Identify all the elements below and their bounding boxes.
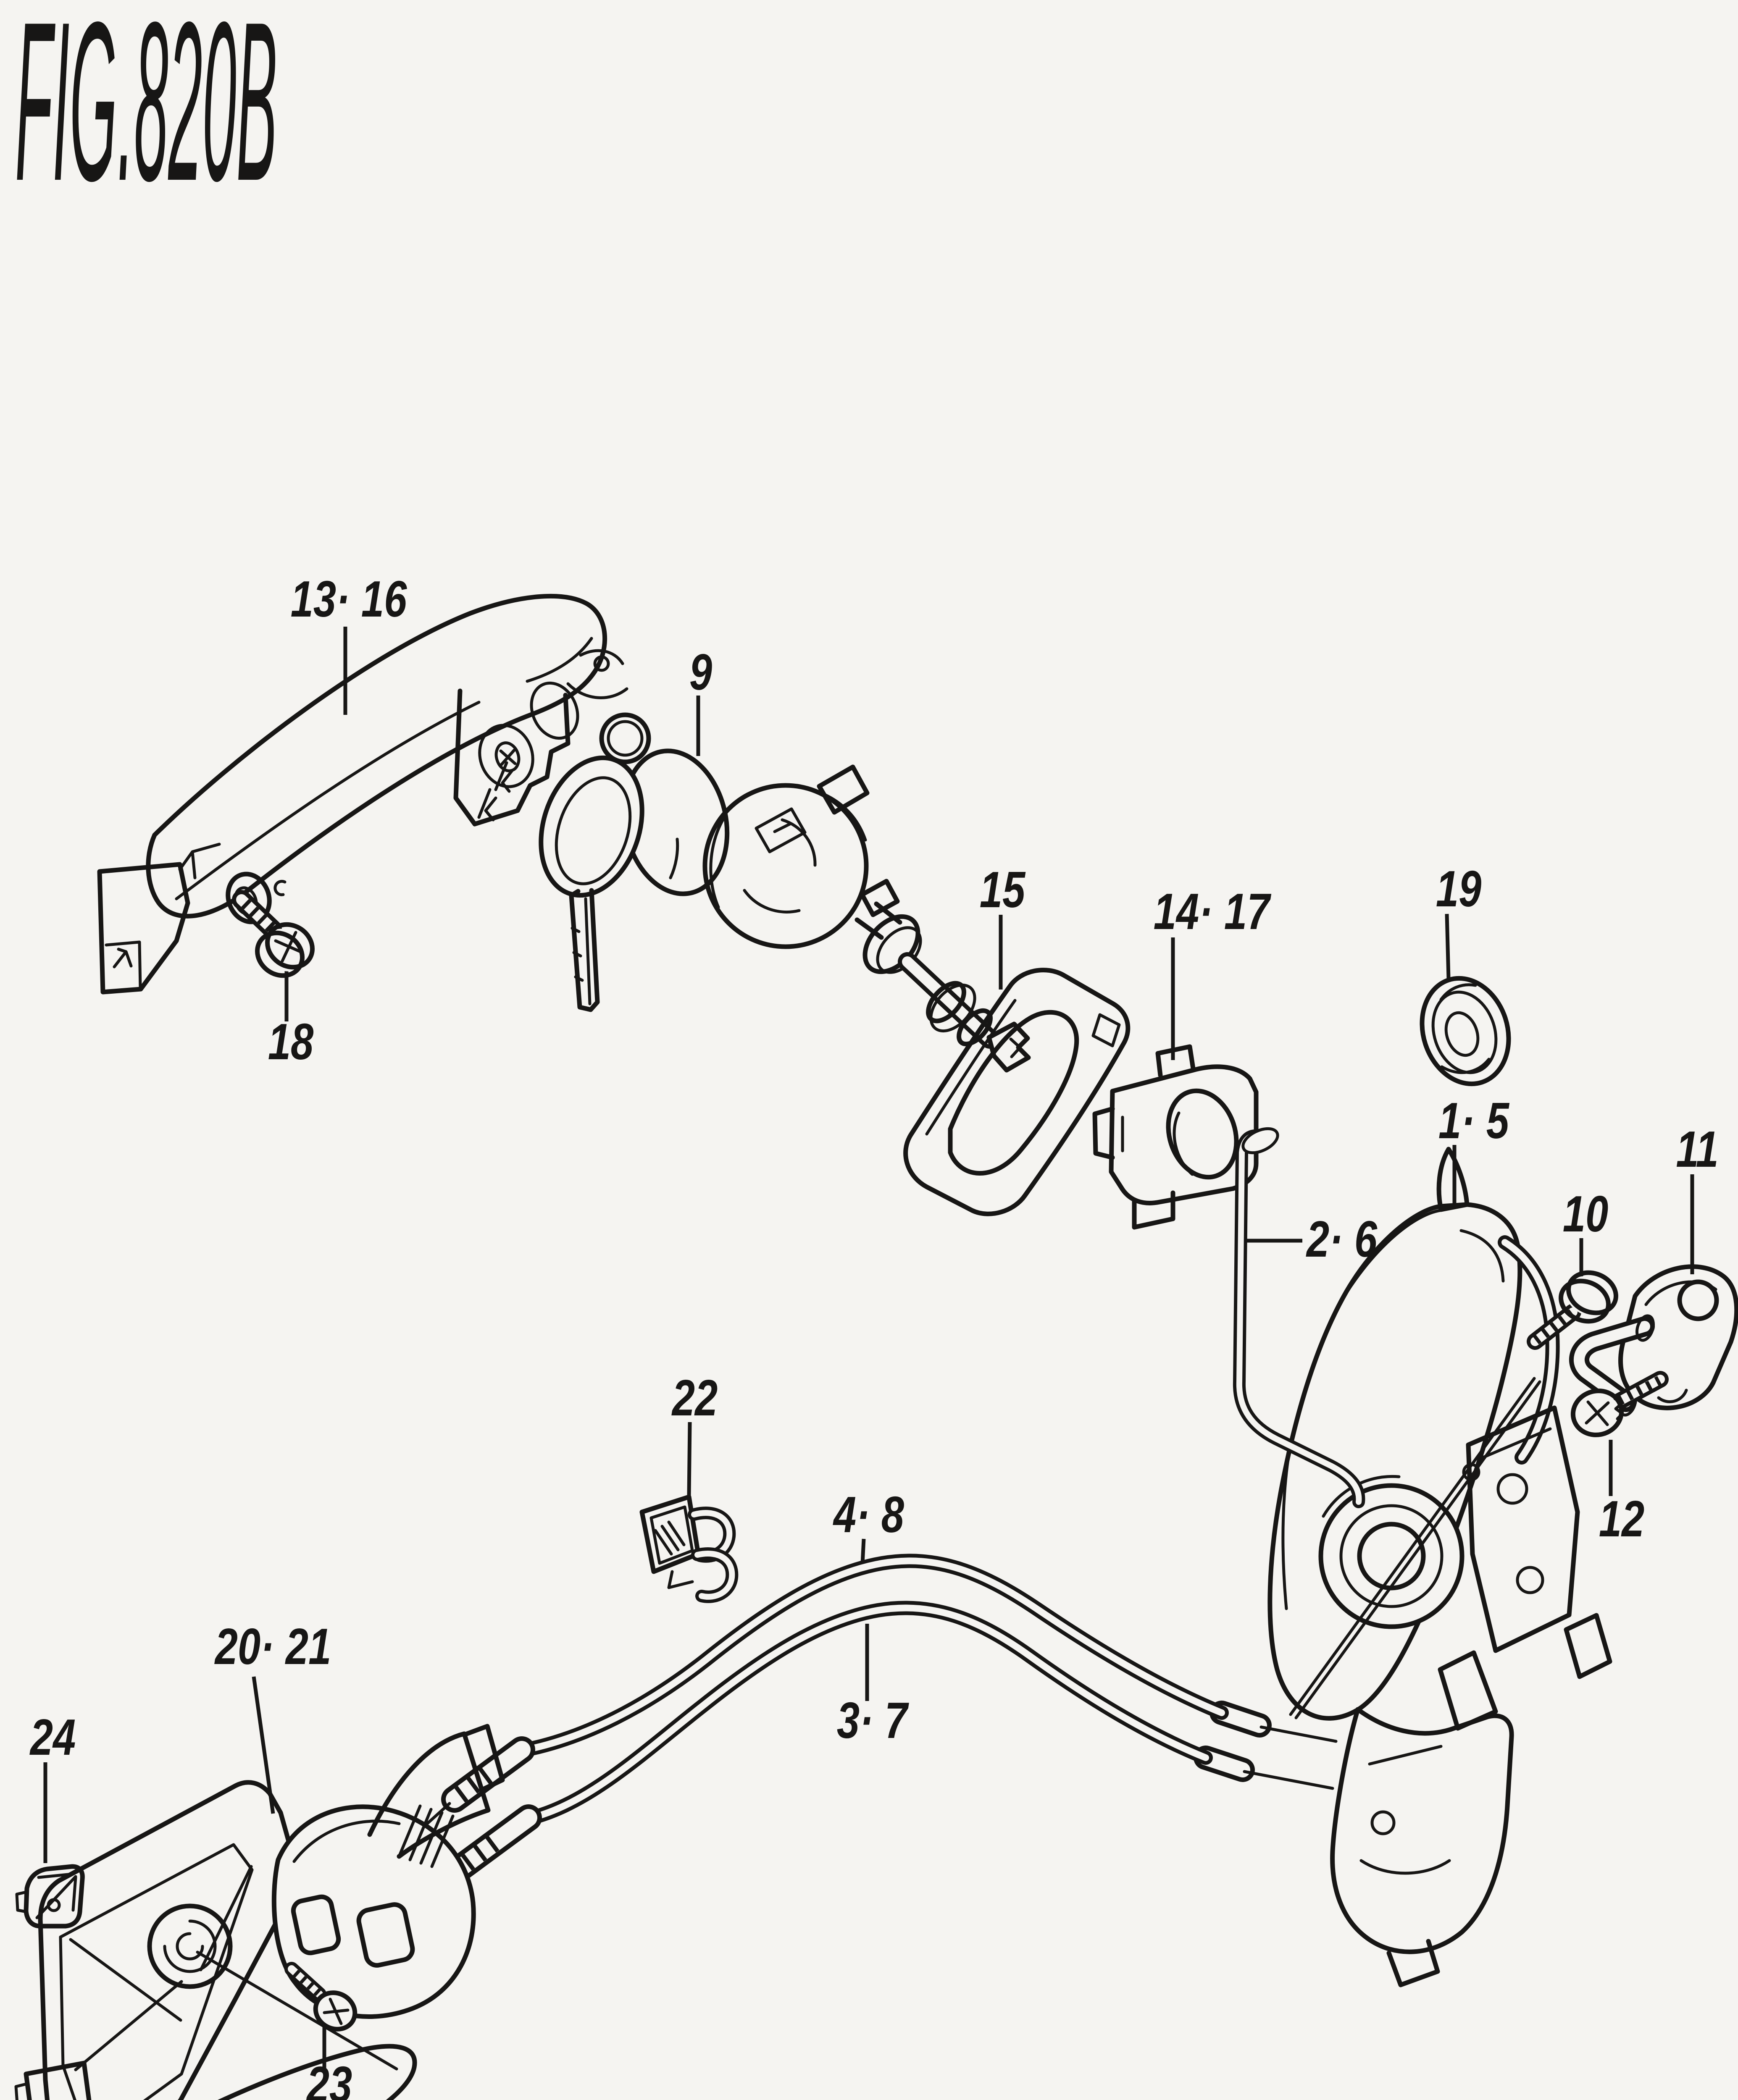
clip-drawing bbox=[15, 1864, 85, 1929]
callout-14-17: 14· 17 bbox=[1154, 883, 1272, 940]
callout-22: 22 bbox=[671, 1370, 718, 1427]
outer-door-handle-drawing bbox=[97, 593, 628, 995]
pad-bracket-drawing bbox=[1092, 1044, 1259, 1230]
callout-9: 9 bbox=[689, 644, 712, 701]
callout-24: 24 bbox=[29, 1709, 76, 1766]
callout-4-8: 4· 8 bbox=[833, 1486, 904, 1544]
leader-line bbox=[1445, 914, 1451, 979]
lock-cylinder-drawing bbox=[702, 764, 1031, 1073]
leader-line bbox=[687, 1422, 692, 1496]
callout-10: 10 bbox=[1563, 1186, 1609, 1243]
callout-20-21: 20· 21 bbox=[214, 1618, 331, 1675]
grommet-drawing bbox=[1420, 976, 1511, 1087]
callout-1-5: 1· 5 bbox=[1438, 1092, 1510, 1150]
callout-18: 18 bbox=[268, 1013, 314, 1071]
key-drawing bbox=[539, 712, 730, 1012]
screw-10-drawing bbox=[1527, 1270, 1618, 1350]
inner-handle-drawing bbox=[14, 1724, 505, 2100]
figure-title: FIG.820B bbox=[15, 0, 277, 228]
gasket-drawing bbox=[903, 968, 1131, 1216]
callout-13-16: 13· 16 bbox=[291, 571, 408, 628]
screw-23-drawing bbox=[284, 1962, 358, 2032]
screw-12-drawing bbox=[1570, 1371, 1669, 1437]
figure-title-text: FIG.820B bbox=[15, 0, 277, 228]
callout-19: 19 bbox=[1436, 861, 1482, 918]
callout-labels: 13· 16 9 18 15 14· 17 19 1· 5 2· 6 10 11… bbox=[29, 571, 1719, 2100]
latch-assembly-drawing bbox=[1194, 1147, 1612, 1987]
callout-15: 15 bbox=[980, 861, 1026, 919]
callout-23: 23 bbox=[306, 2056, 352, 2100]
striker-drawing bbox=[1569, 1264, 1738, 1417]
cable-clamp-drawing bbox=[639, 1494, 739, 1603]
door-lock-cables-drawing bbox=[379, 1554, 1229, 1939]
callout-2-6: 2· 6 bbox=[1306, 1211, 1378, 1268]
callout-3-7: 3· 7 bbox=[837, 1692, 909, 1749]
callout-11: 11 bbox=[1676, 1121, 1718, 1178]
screw-18-drawing bbox=[232, 890, 315, 978]
callout-12: 12 bbox=[1599, 1491, 1645, 1548]
lock-rod-drawing bbox=[1233, 1127, 1365, 1508]
